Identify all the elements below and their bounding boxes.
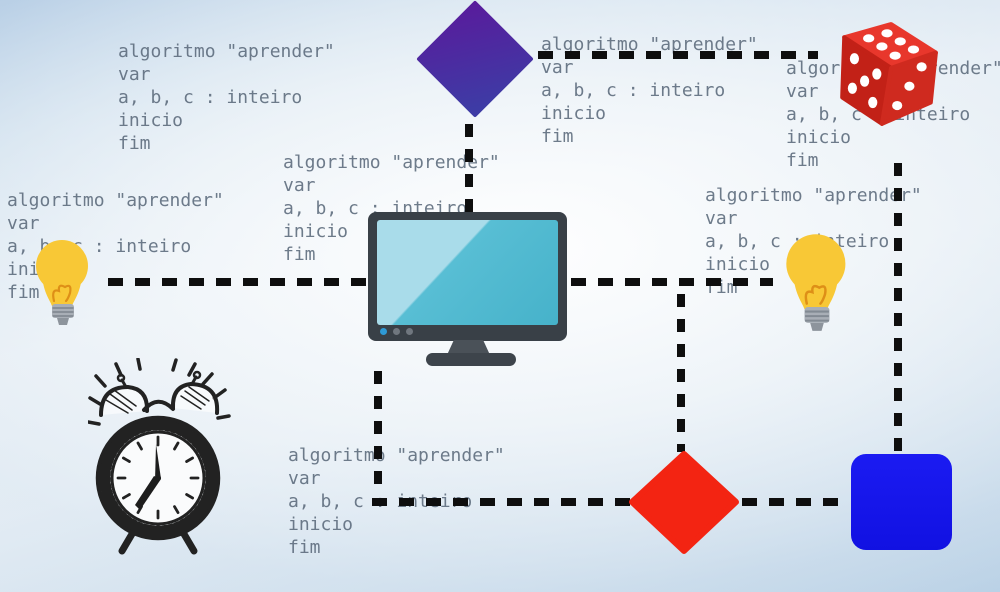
code-snippet-top-center: algoritmo "aprender" var a, b, c : intei… xyxy=(541,34,758,147)
decision-diamond-red xyxy=(629,451,739,554)
code-snippet-top-left: algoritmo "aprender" var a, b, c : intei… xyxy=(118,41,335,154)
monitor-dot-gray-2 xyxy=(406,328,413,335)
monitor-frame xyxy=(368,212,567,341)
monitor-stand-neck xyxy=(447,340,490,355)
lightbulb-icon-right xyxy=(786,234,846,331)
monitor-stand-base xyxy=(426,353,516,366)
connector-dice-to-blue-square xyxy=(894,163,902,452)
dice-icon xyxy=(840,22,938,126)
monitor-screen xyxy=(377,220,558,325)
connector-monitor-down xyxy=(374,371,382,493)
connector-diamond-to-dice xyxy=(538,51,818,59)
process-square-blue xyxy=(851,454,952,550)
monitor-power-dot xyxy=(380,328,387,335)
clock-ticks xyxy=(116,435,200,520)
connector-monitor-to-bulb-right xyxy=(571,278,773,286)
monitor-dot-gray-1 xyxy=(393,328,400,335)
dice-pips xyxy=(847,29,927,111)
connector-bulb-left-to-monitor xyxy=(108,278,366,286)
connector-diamond-to-monitor xyxy=(465,124,473,212)
connector-branch-to-red-diamond xyxy=(677,294,685,452)
connector-bottom-to-red-diamond xyxy=(372,498,630,506)
connector-red-diamond-to-square xyxy=(742,498,847,506)
alarm-clock-icon xyxy=(88,358,231,555)
lightbulb-icon-left xyxy=(36,240,88,325)
clock-hands xyxy=(135,444,161,510)
alarm-rays xyxy=(88,358,231,426)
decision-diamond-purple xyxy=(417,1,533,117)
